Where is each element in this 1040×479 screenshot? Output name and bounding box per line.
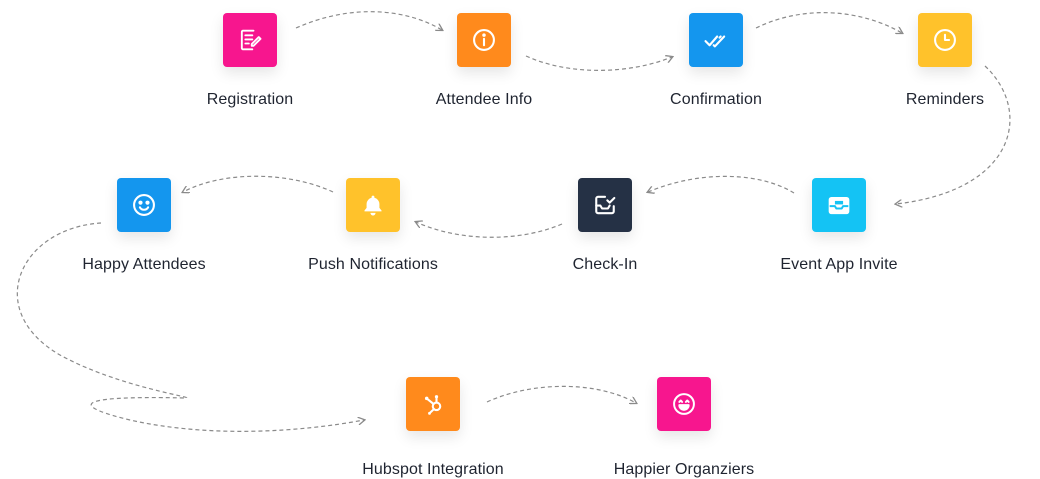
- step-label: Reminders: [905, 91, 985, 108]
- check-in-tray-icon: [595, 195, 616, 215]
- hubspot-integration-icon-box: [406, 377, 460, 431]
- step-label: Registration: [206, 91, 294, 108]
- arrow-push-notifications-to-happy-attendees: [183, 175, 334, 192]
- reminders-icon-box: [918, 13, 972, 67]
- step-registration: Registration: [150, 13, 350, 109]
- step-label: Confirmation: [670, 91, 762, 108]
- arrow-registration-to-attendee-info: [295, 11, 442, 30]
- step-label: Hubspot Integration: [362, 461, 504, 478]
- step-reminders: Reminders: [845, 13, 1040, 109]
- info-icon: [473, 29, 495, 51]
- event-app-invite-icon-box: [812, 178, 866, 232]
- arrow-hubspot-to-happier-organizers: [486, 385, 636, 403]
- hubspot-icon: [424, 395, 442, 415]
- step-label: Event App Invite: [780, 256, 898, 273]
- form-edit-icon: [240, 29, 262, 51]
- confirmation-icon-box: [689, 13, 743, 67]
- step-push-notifications: Push Notifications: [273, 178, 473, 274]
- arrow-attendee-info-to-confirmation: [525, 56, 672, 71]
- step-attendee-info: Attendee Info: [384, 13, 584, 109]
- step-event-app-invite: Event App Invite: [739, 178, 939, 274]
- step-check-in: Check-In: [505, 178, 705, 274]
- step-label: Happy Attendees: [82, 256, 206, 273]
- arrow-happy-attendees-to-hubspot: [16, 222, 364, 432]
- clock-icon: [934, 29, 956, 51]
- step-happier-organizers: Happier Organziers: [584, 377, 784, 479]
- check-in-icon-box: [578, 178, 632, 232]
- step-hubspot-integration: Hubspot Integration: [333, 377, 533, 479]
- step-label: Check-In: [572, 256, 638, 273]
- grin-icon: [673, 393, 695, 415]
- arrow-confirmation-to-reminders: [755, 12, 902, 33]
- happier-organizers-icon-box: [657, 377, 711, 431]
- happy-attendees-icon-box: [117, 178, 171, 232]
- bell-icon: [364, 195, 382, 216]
- step-label: Happier Organziers: [613, 461, 755, 478]
- smile-icon: [133, 194, 155, 216]
- step-happy-attendees: Happy Attendees: [44, 178, 244, 274]
- step-label: Push Notifications: [308, 256, 438, 273]
- step-confirmation: Confirmation: [616, 13, 816, 109]
- registration-icon-box: [223, 13, 277, 67]
- push-notifications-icon-box: [346, 178, 400, 232]
- attendee-info-icon-box: [457, 13, 511, 67]
- arrow-event-app-invite-to-check-in: [648, 175, 795, 193]
- arrow-reminders-to-event-app-invite: [896, 65, 1011, 204]
- step-label: Attendee Info: [435, 91, 533, 108]
- mail-tray-icon: [828, 197, 850, 215]
- double-check-icon: [704, 35, 726, 48]
- arrow-check-in-to-push-notifications: [416, 222, 563, 238]
